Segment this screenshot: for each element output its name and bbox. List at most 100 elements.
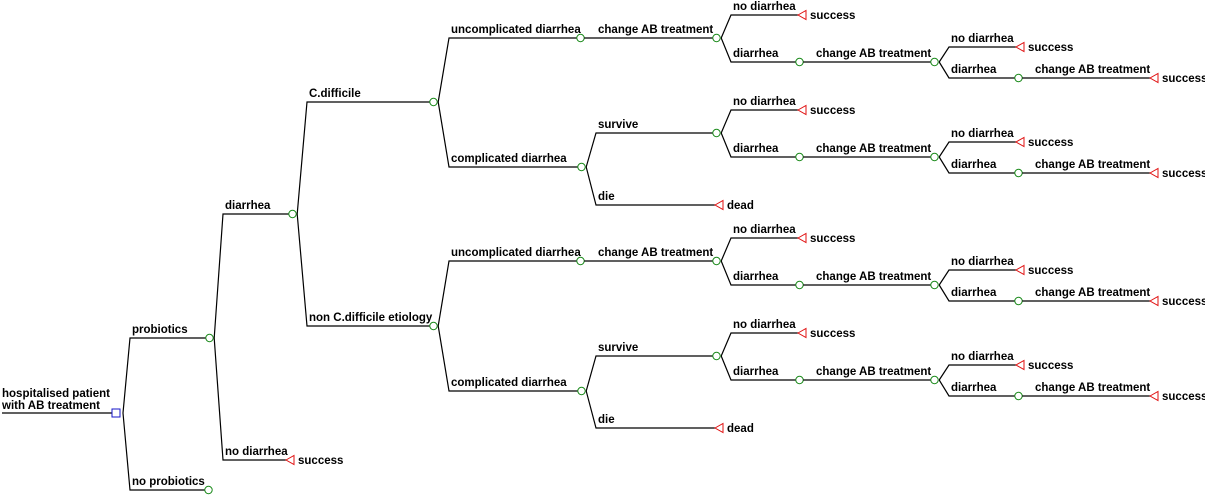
terminal-node-success[interactable] [796,327,807,339]
terminal-node-success[interactable] [284,454,295,466]
chance-node-change-ab-treatment[interactable] [712,33,721,43]
chance-node-complicated-diarrhea[interactable] [577,162,586,172]
chance-node-diarrhea[interactable] [1014,168,1023,178]
terminal-node-dead[interactable] [713,422,724,434]
chance-node-change-ab-treatment[interactable] [930,375,939,385]
branch-label-change-ab-treatment: change AB treatment [598,24,713,36]
terminal-node-success[interactable] [796,9,807,21]
terminal-label-success: success [1162,296,1205,308]
branch-line-uncomplicated-diarrhea [437,37,577,103]
branch-label-probiotics: probiotics [132,324,188,336]
chance-node-uncomplicated-diarrhea[interactable] [576,256,585,266]
branch-label-no-diarrhea: no diarrhea [225,446,288,458]
chance-node-change-ab-treatment[interactable] [930,152,939,162]
branch-label-change-ab-treatment: change AB treatment [1035,287,1150,299]
terminal-label-success: success [810,10,855,22]
branch-line-die [585,390,715,429]
terminal-label-success: success [1028,137,1073,149]
terminal-label-dead: dead [727,200,754,212]
branch-label-diarrhea: diarrhea [733,366,779,378]
terminal-label-success: success [1162,168,1205,180]
chance-node-survive[interactable] [712,128,721,138]
branch-line-die [585,166,715,206]
branch-line-no-diarrhea [213,337,286,461]
branch-line-diarrhea [213,213,289,339]
terminal-label-dead: dead [727,423,754,435]
terminal-label-success: success [1028,360,1073,372]
terminal-node-success[interactable] [1014,41,1025,53]
branch-line-etiology [296,213,430,327]
terminal-label-success: success [1028,42,1073,54]
branch-label-survive: survive [598,342,638,354]
branch-line-survive [585,132,713,168]
branch-label-no-diarrhea: no diarrhea [733,96,796,108]
branch-label-change-ab-treatment: change AB treatment [816,271,931,283]
branch-line-survive [585,355,713,392]
chance-node-uncomplicated-diarrhea[interactable] [576,33,585,43]
chance-node-change-ab-treatment[interactable] [930,57,939,67]
branch-label-diarrhea: diarrhea [225,200,271,212]
terminal-node-success[interactable] [796,232,807,244]
branch-line-no-diarrhea [938,46,1016,63]
chance-node-diarrhea[interactable] [795,57,804,67]
branch-line-diarrhea [938,156,1015,174]
branch-label-diarrhea: diarrhea [951,64,997,76]
terminal-label-success: success [810,328,855,340]
terminal-label-success: success [810,105,855,117]
terminal-node-success[interactable] [1014,264,1025,276]
terminal-node-success[interactable] [1148,390,1159,402]
branch-line-no-diarrhea [720,109,798,134]
branch-line-diarrhea [720,355,796,381]
chance-node-survive[interactable] [712,351,721,361]
branch-label-change-ab-treatment: change AB treatment [1035,159,1150,171]
branch-label-change-ab-treatment: change AB treatment [816,48,931,60]
branch-line-diarrhea [720,260,796,286]
branch-line-no-diarrhea [938,269,1016,286]
chance-node-diarrhea[interactable] [1014,391,1023,401]
terminal-node-success[interactable] [1014,359,1025,371]
chance-node-diarrhea[interactable] [795,280,804,290]
branch-label-no-probiotics: no probiotics [132,476,205,488]
chance-node-diarrhea[interactable] [1014,73,1023,83]
branch-label-etiology: C.difficile [309,88,361,100]
branch-label-die: die [598,191,615,203]
chance-node-etiology[interactable] [429,321,438,331]
chance-node-change-ab-treatment[interactable] [712,256,721,266]
decision-node[interactable] [111,408,121,418]
chance-node-no-probiotics[interactable] [204,485,213,495]
branch-label-etiology: non C.difficile etiology [309,312,433,324]
branch-line-no-probiotics [122,412,205,491]
branch-line-probiotics [122,337,206,414]
branch-line-no-diarrhea [720,332,798,357]
branch-label-die: die [598,414,615,426]
terminal-node-success[interactable] [1014,136,1025,148]
chance-node-probiotics[interactable] [205,333,214,343]
branch-line-no-diarrhea [938,364,1016,381]
terminal-node-success[interactable] [1148,295,1159,307]
chance-node-diarrhea[interactable] [1014,296,1023,306]
terminal-node-success[interactable] [1148,167,1159,179]
root-label-line-2: with AB treatment [1,400,100,412]
terminal-node-success[interactable] [1148,72,1159,84]
chance-node-diarrhea[interactable] [288,209,297,219]
branch-label-no-diarrhea: no diarrhea [733,1,796,13]
branch-label-no-diarrhea: no diarrhea [951,33,1014,45]
chance-node-change-ab-treatment[interactable] [930,280,939,290]
terminal-node-dead[interactable] [713,199,724,211]
branch-line-diarrhea [938,61,1015,79]
branch-line-no-diarrhea [720,237,798,262]
chance-node-complicated-diarrhea[interactable] [577,386,586,396]
branch-label-change-ab-treatment: change AB treatment [598,247,713,259]
terminal-label-success: success [1162,391,1205,403]
terminal-node-success[interactable] [796,104,807,116]
branch-label-change-ab-treatment: change AB treatment [816,143,931,155]
chance-node-diarrhea[interactable] [795,375,804,385]
branch-line-complicated-diarrhea [437,325,578,392]
branch-label-change-ab-treatment: change AB treatment [1035,64,1150,76]
branch-label-change-ab-treatment: change AB treatment [816,366,931,378]
branch-label-uncomplicated-diarrhea: uncomplicated diarrhea [451,247,581,259]
chance-node-diarrhea[interactable] [795,152,804,162]
chance-node-etiology[interactable] [429,97,438,107]
branch-label-diarrhea: diarrhea [951,382,997,394]
